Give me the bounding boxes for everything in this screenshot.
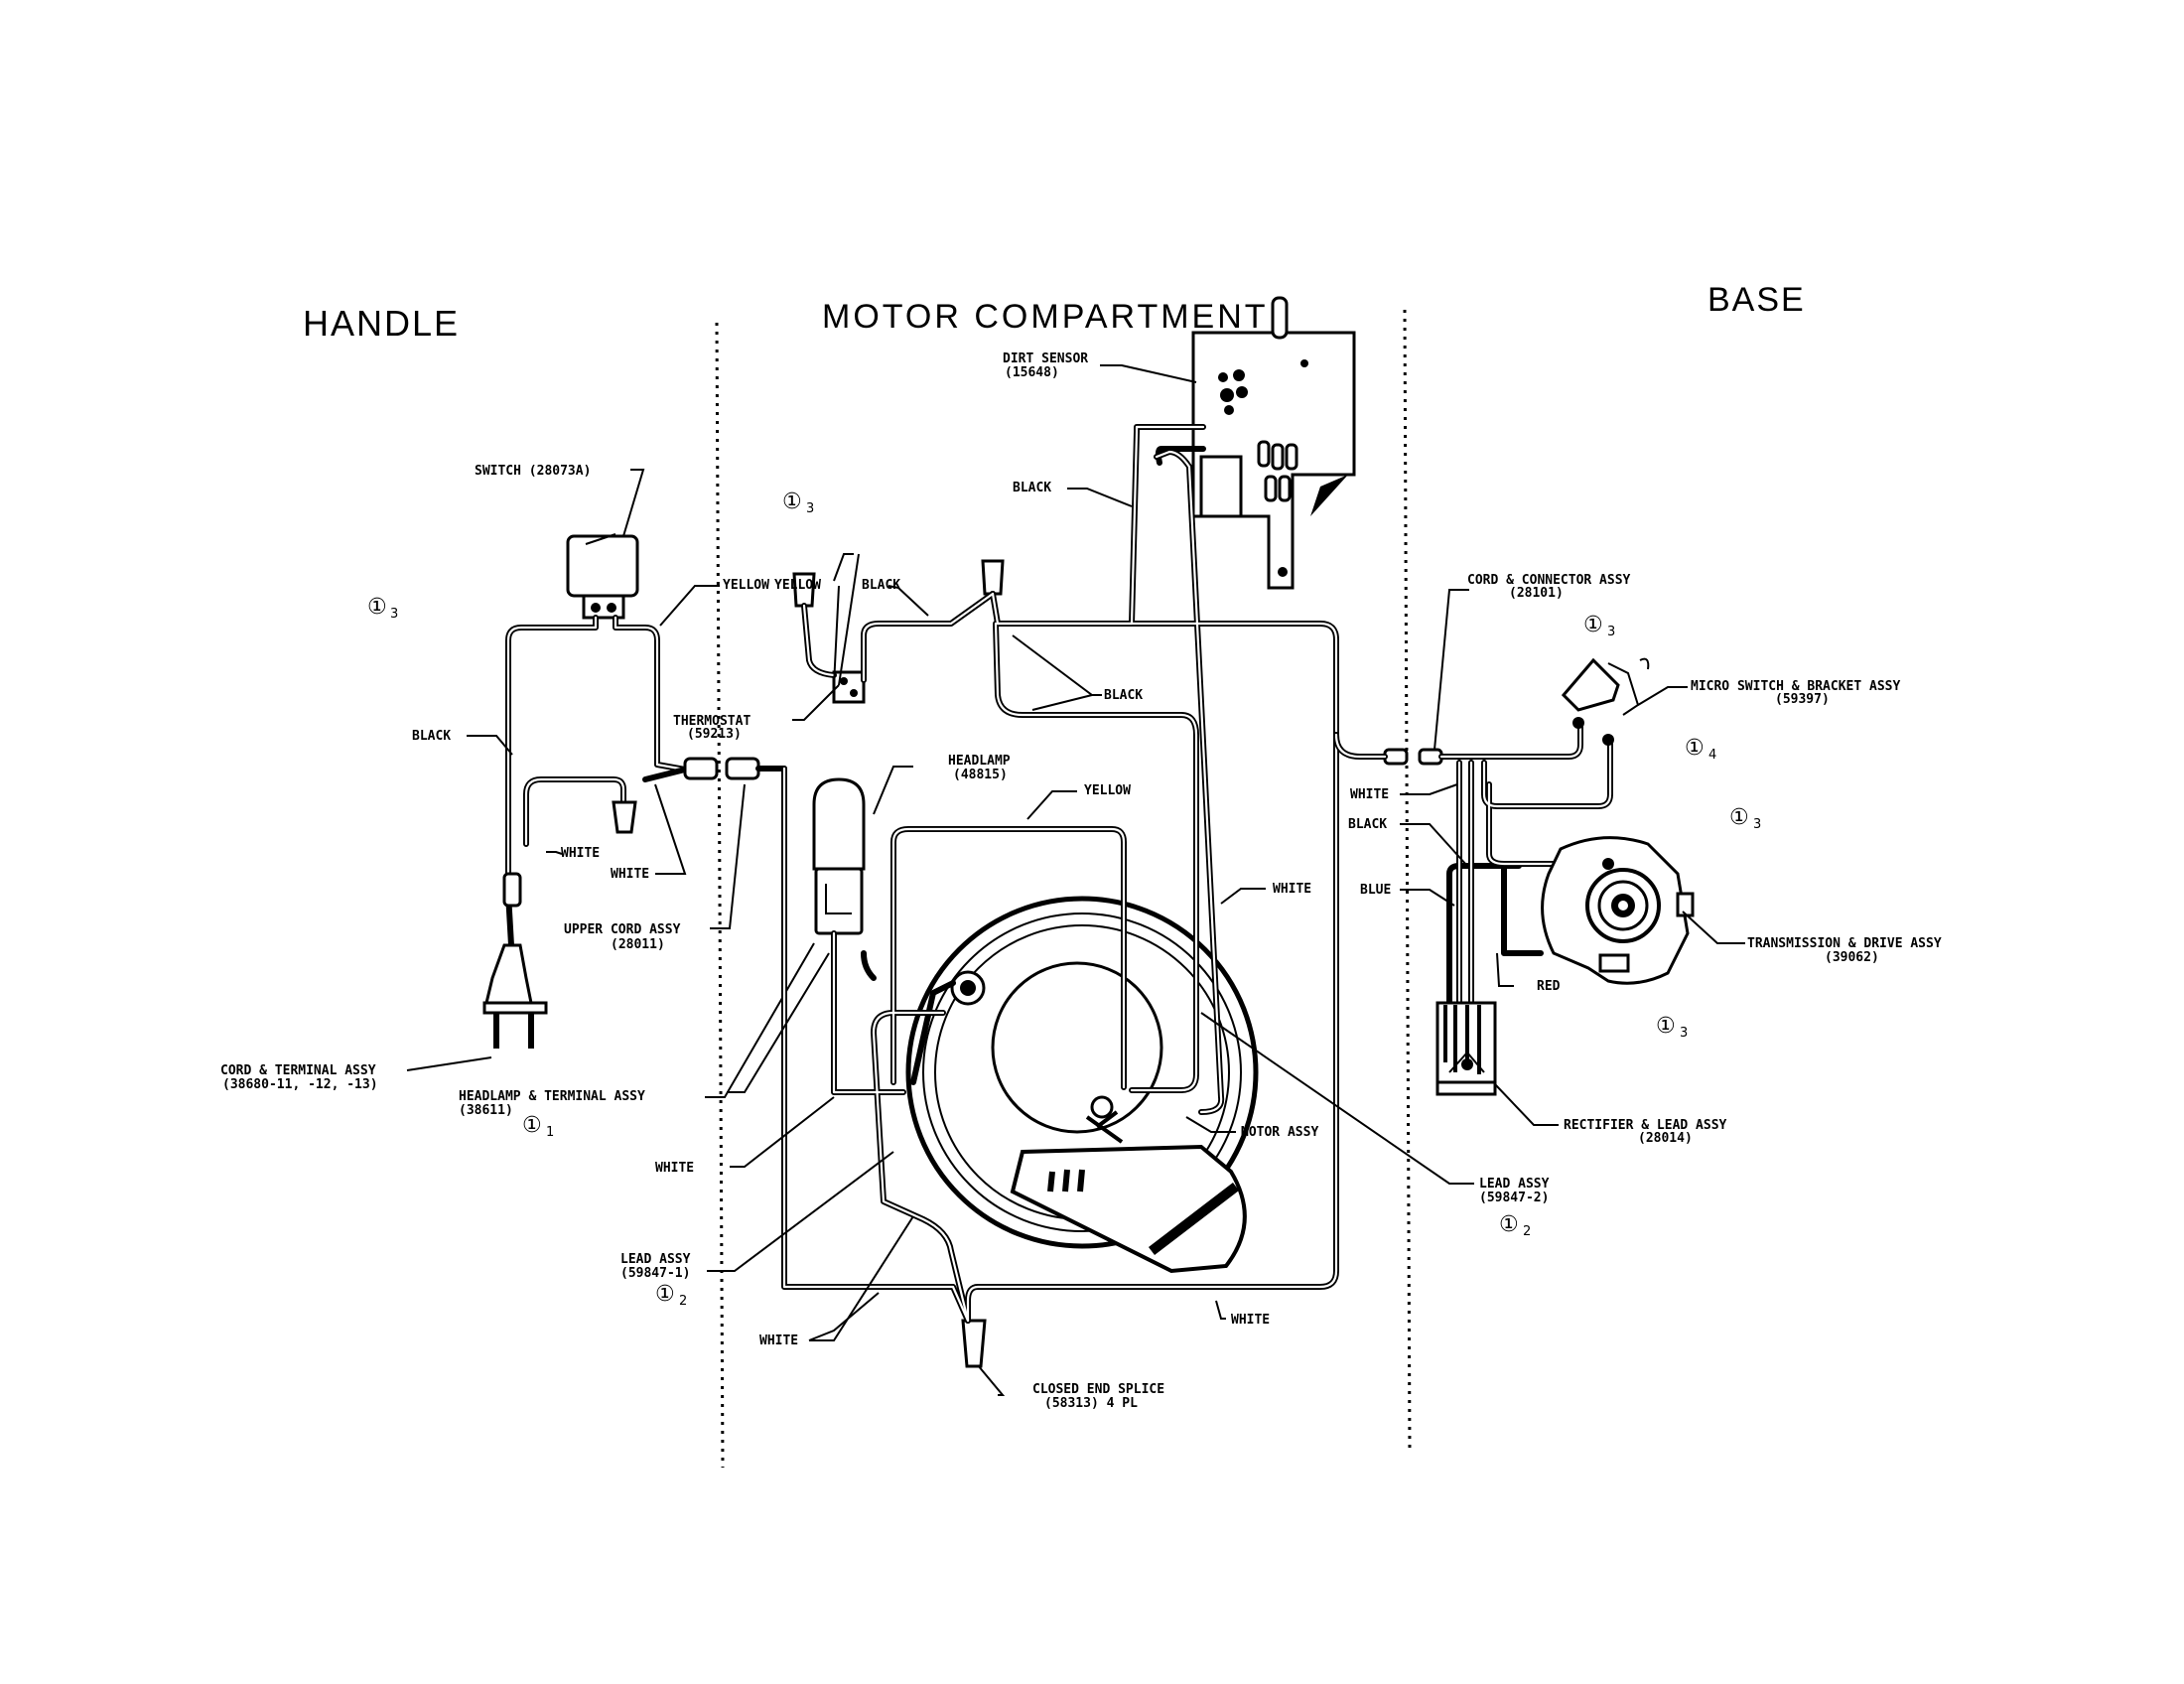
motor: [905, 896, 1259, 1274]
label-headlamp: HEADLAMP: [948, 754, 1011, 769]
label-blue-base: BLUE: [1360, 883, 1391, 898]
label-red-base: RED: [1537, 979, 1561, 994]
label-thermostat-part: (59213): [687, 727, 742, 742]
rectifier: [1435, 1001, 1497, 1096]
ref-base-4-sub: 3: [1680, 1026, 1688, 1041]
ref-lead-2: ①: [1499, 1212, 1519, 1237]
label-closed-end-splice: CLOSED END SPLICE: [1032, 1382, 1164, 1397]
label-white-base: WHITE: [1350, 787, 1389, 802]
label-motor-assy: MOTOR ASSY: [1241, 1125, 1318, 1140]
ref-lead-2-sub: 2: [1523, 1224, 1531, 1239]
label-headlamp-terminal-part: (38611): [459, 1103, 513, 1118]
label-cord-connector: CORD & CONNECTOR ASSY: [1467, 573, 1631, 588]
motor-splices: [792, 559, 1005, 1368]
label-white-left-mid: WHITE: [655, 1161, 694, 1176]
ref-base-3-sub: 3: [1753, 817, 1761, 832]
ref-lead-1-sub: 2: [679, 1294, 687, 1309]
label-cord-connector-part: (28101): [1509, 586, 1564, 601]
label-white-bottom-left: WHITE: [759, 1333, 798, 1348]
dirt-sensor-board: [1191, 296, 1356, 590]
base-leaders: [1400, 589, 1745, 1126]
ref-top-sub: 3: [806, 501, 814, 516]
label-white-handle-1: WHITE: [561, 846, 600, 861]
section-base: BASE: [1707, 281, 1806, 319]
label-white-bottom-right: WHITE: [1231, 1313, 1270, 1328]
micro-switch: [1561, 657, 1650, 746]
label-cord-terminal: CORD & TERMINAL ASSY: [220, 1063, 376, 1078]
label-yellow-thermostat: YELLOW: [774, 578, 821, 593]
label-black-base: BLACK: [1348, 817, 1387, 832]
label-yellow-handle: YELLOW: [723, 578, 769, 593]
label-micro-switch: MICRO SWITCH & BRACKET ASSY: [1691, 679, 1900, 694]
label-transmission: TRANSMISSION & DRIVE ASSY: [1747, 936, 1942, 951]
ref-base-2: ①: [1685, 736, 1705, 761]
label-black-thermostat: BLACK: [862, 578, 900, 593]
label-closed-end-splice-part: (58313) 4 PL: [1044, 1396, 1138, 1411]
ref-base-1-sub: 3: [1607, 625, 1615, 639]
label-dirt-sensor-part: (15648): [1005, 365, 1059, 380]
ref-handle-sub: 3: [390, 607, 398, 622]
ref-base-2-sub: 4: [1708, 748, 1716, 763]
label-cord-terminal-part: (38680-11, -12, -13): [222, 1077, 378, 1092]
ref-handle: ①: [367, 595, 387, 620]
label-black-handle: BLACK: [412, 729, 451, 744]
label-lead-assy-1-part: (59847-1): [620, 1266, 690, 1281]
label-upper-cord: UPPER CORD ASSY: [564, 922, 681, 937]
ref-headlamp-sub: 1: [546, 1125, 554, 1140]
label-black-sensor: BLACK: [1013, 481, 1051, 495]
ref-base-1: ①: [1583, 613, 1603, 637]
headlamp: [812, 777, 866, 935]
label-headlamp-terminal: HEADLAMP & TERMINAL ASSY: [459, 1089, 645, 1104]
section-handle: HANDLE: [303, 303, 460, 344]
label-rectifier-part: (28014): [1638, 1131, 1693, 1146]
ref-base-4: ①: [1656, 1014, 1676, 1039]
base-wiring: [1333, 657, 1695, 1096]
label-lead-assy-2: LEAD ASSY: [1479, 1177, 1550, 1192]
label-white-motor-right: WHITE: [1273, 882, 1311, 897]
label-lead-assy-1: LEAD ASSY: [620, 1252, 691, 1267]
label-rectifier: RECTIFIER & LEAD ASSY: [1564, 1118, 1727, 1133]
transmission: [1541, 836, 1695, 985]
ref-lead-1: ①: [655, 1282, 675, 1307]
divider-handle-motor: [715, 322, 725, 1469]
label-micro-switch-part: (59397): [1775, 692, 1830, 707]
section-motor-compartment: MOTOR COMPARTMENT: [822, 298, 1269, 336]
label-headlamp-part: (48815): [953, 768, 1008, 782]
label-dirt-sensor: DIRT SENSOR: [1003, 351, 1088, 366]
label-switch: SWITCH (28073A): [475, 464, 591, 479]
ref-top: ①: [782, 490, 802, 514]
switch: [566, 533, 639, 620]
label-black-mid: BLACK: [1104, 688, 1143, 703]
divider-motor-base: [1403, 309, 1412, 1453]
handle-wiring: [482, 533, 787, 1049]
ref-markers: ① 3 ① 3 ① 1 ① 2 ① 2 ① 3 ① 4 ① 3 ① 3: [367, 490, 1761, 1309]
label-yellow-motor: YELLOW: [1084, 783, 1131, 798]
ref-base-3: ①: [1729, 805, 1749, 830]
label-thermostat: THERMOSTAT: [673, 714, 751, 729]
motor-leaders: [707, 364, 1474, 1396]
label-upper-cord-part: (28011): [611, 937, 665, 952]
label-lead-assy-2-part: (59847-2): [1479, 1191, 1549, 1205]
label-white-handle-2: WHITE: [611, 867, 649, 882]
ref-headlamp: ①: [522, 1113, 542, 1138]
plug: [482, 872, 548, 1049]
label-transmission-part: (39062): [1825, 950, 1879, 965]
